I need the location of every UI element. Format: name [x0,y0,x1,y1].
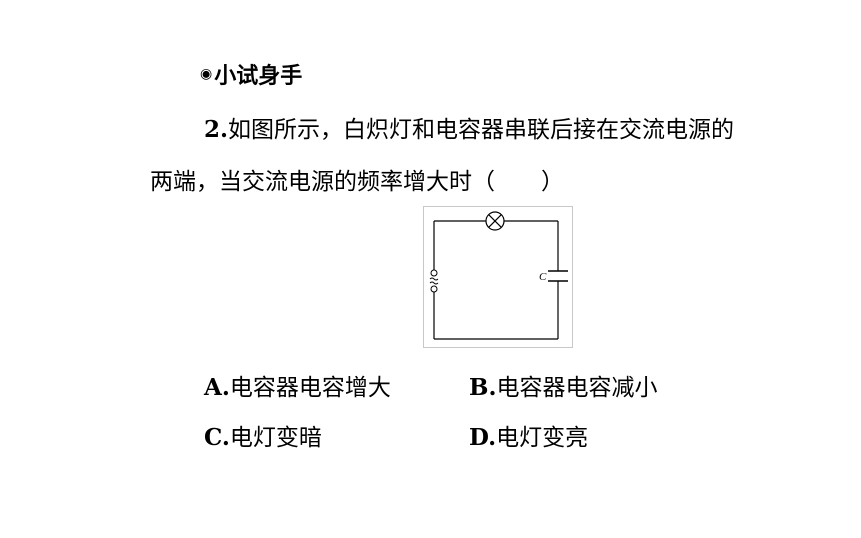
question-text: 2.如图所示，白炽灯和电容器串联后接在交流电源的 两端，当交流电源的频率增大时（… [150,104,810,208]
bullet-icon: ◉ [200,66,213,82]
option-b[interactable]: B.电容器电容减小 [469,368,734,402]
circuit-figure: C [423,206,573,348]
lamp-icon [485,211,505,231]
option-d[interactable]: D.电灯变亮 [469,418,734,452]
options-row-1: A.电容器电容增大 B.电容器电容减小 [204,360,734,410]
option-a-text: 电容器电容增大 [229,375,391,401]
section-title: 小试身手 [214,64,303,89]
question-number: 2. [204,116,229,143]
answer-options: A.电容器电容增大 B.电容器电容减小 C.电灯变暗 D.电灯变亮 [204,360,734,460]
option-b-letter: B. [469,374,497,401]
option-d-text: 电灯变亮 [496,425,589,451]
circuit-diagram: C [429,211,568,340]
question-line-1-text: 如图所示，白炽灯和电容器串联后接在交流电源的 [228,117,735,143]
section-heading: ◉ 小试身手 [200,58,302,90]
option-d-letter: D. [469,424,497,451]
options-row-2: C.电灯变暗 D.电灯变亮 [204,410,734,460]
capacitor-icon [548,270,568,282]
option-a-letter: A. [204,374,230,401]
option-c-letter: C. [204,424,230,451]
question-line-2: 两端，当交流电源的频率增大时（ ） [150,169,564,195]
ac-source-icon [429,269,439,293]
capacitor-label: C [539,271,547,283]
option-c-text: 电灯变暗 [229,425,322,451]
question-line-1: 2.如图所示，白炽灯和电容器串联后接在交流电源的 [150,104,810,156]
option-a[interactable]: A.电容器电容增大 [204,368,469,402]
option-c[interactable]: C.电灯变暗 [204,418,469,452]
option-b-text: 电容器电容减小 [496,375,658,401]
